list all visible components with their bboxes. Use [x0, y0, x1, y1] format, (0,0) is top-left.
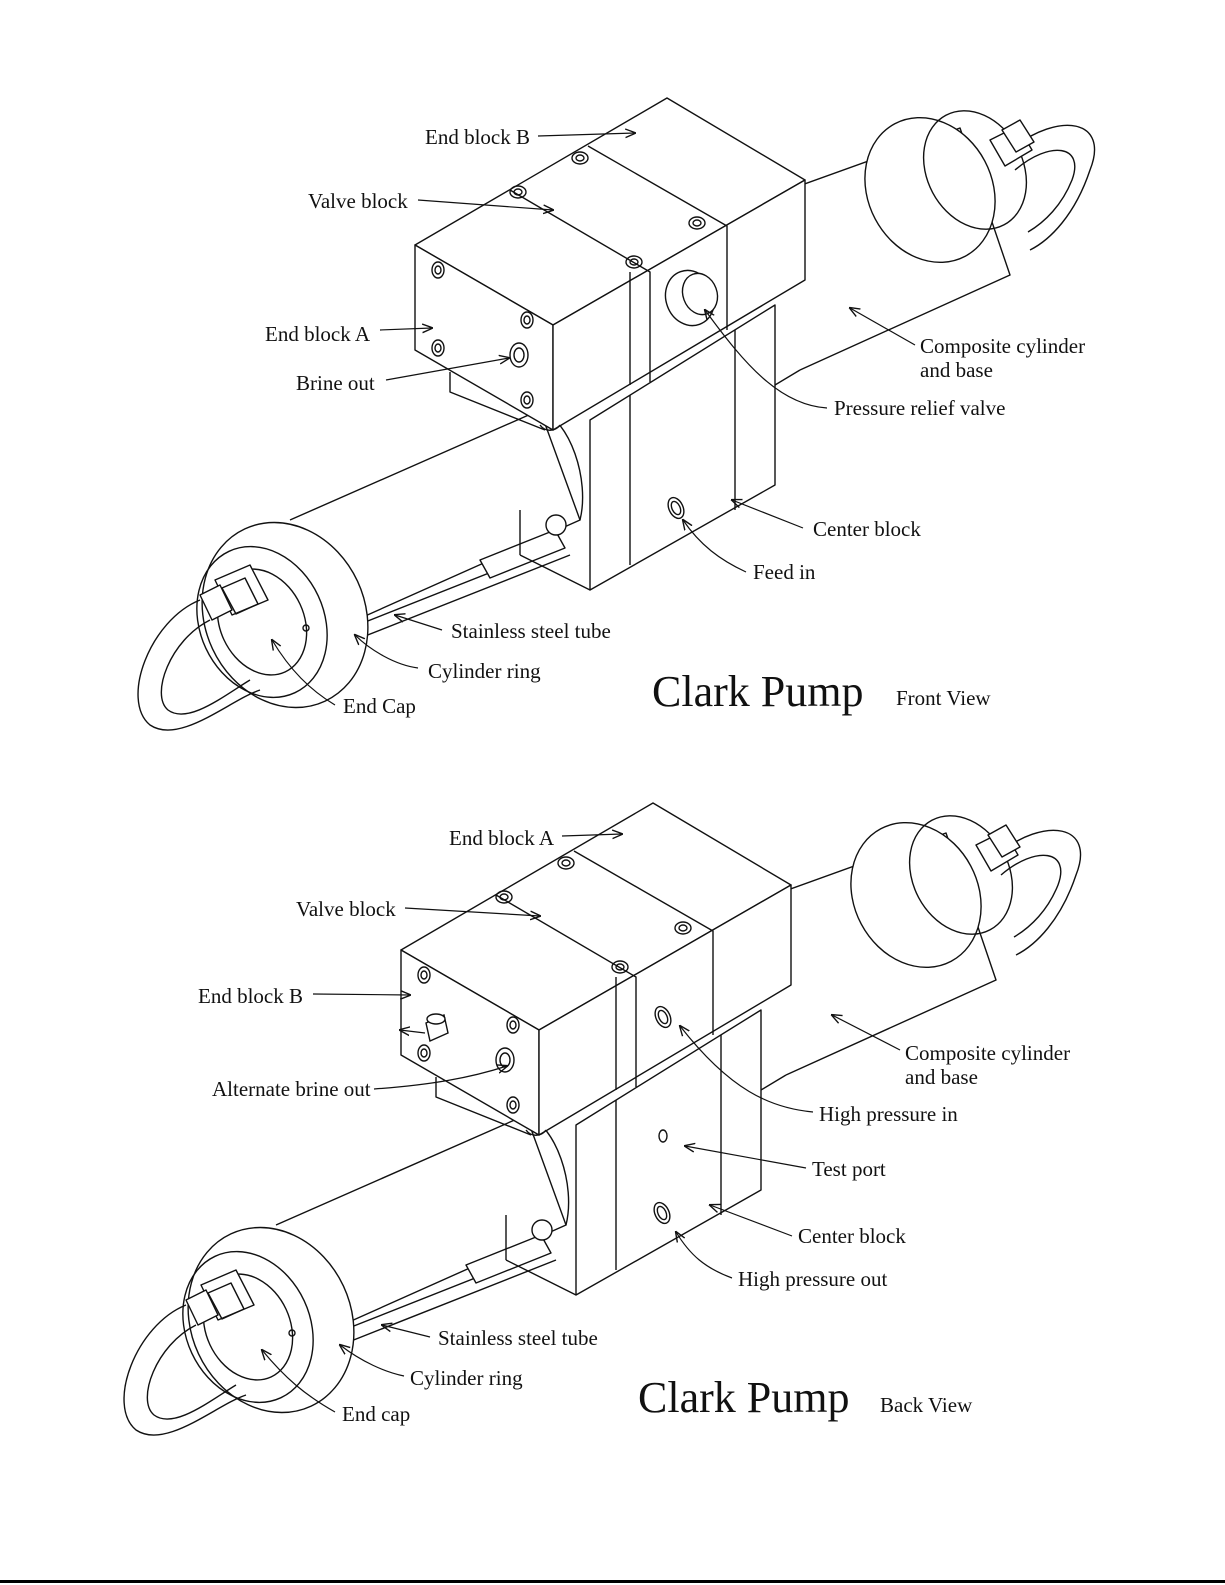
label-center-block: Center block — [813, 517, 921, 541]
label-end-block-b-back: End block B — [198, 984, 303, 1008]
label-composite-cylinder-base: and base — [920, 358, 993, 382]
back-view-drawing — [123, 797, 1082, 1441]
label-high-pressure-in: High pressure in — [819, 1102, 958, 1126]
label-stainless-steel-tube-back: Stainless steel tube — [438, 1326, 598, 1350]
label-valve-block-back: Valve block — [296, 897, 396, 921]
label-end-block-a: End block A — [265, 322, 370, 346]
label-alternate-brine-out: Alternate brine out — [212, 1077, 371, 1101]
label-valve-block: Valve block — [308, 189, 408, 213]
label-end-block-a-back: End block A — [449, 826, 554, 850]
title-back: Clark Pump — [638, 1373, 850, 1422]
label-composite-cylinder: Composite cylinder — [920, 334, 1086, 358]
front-view-drawing — [137, 92, 1096, 736]
label-end-cap-back: End cap — [342, 1402, 411, 1426]
label-end-block-b: End block B — [425, 125, 530, 149]
title-front: Clark Pump — [652, 667, 864, 716]
label-composite-cylinder-base-back: and base — [905, 1065, 978, 1089]
label-end-cap: End Cap — [343, 694, 416, 718]
label-stainless-steel-tube: Stainless steel tube — [451, 619, 611, 643]
page-bottom-rule — [0, 1580, 1225, 1583]
label-cylinder-ring-back: Cylinder ring — [410, 1366, 523, 1390]
label-high-pressure-out: High pressure out — [738, 1267, 888, 1291]
label-test-port: Test port — [812, 1157, 886, 1181]
subtitle-back-view: Back View — [880, 1393, 973, 1417]
label-center-block-back: Center block — [798, 1224, 906, 1248]
subtitle-front-view: Front View — [896, 686, 991, 710]
label-feed-in: Feed in — [753, 560, 816, 584]
label-brine-out: Brine out — [296, 371, 375, 395]
label-pressure-relief-valve: Pressure relief valve — [834, 396, 1006, 420]
label-cylinder-ring: Cylinder ring — [428, 659, 541, 683]
label-composite-cylinder-back: Composite cylinder — [905, 1041, 1071, 1065]
